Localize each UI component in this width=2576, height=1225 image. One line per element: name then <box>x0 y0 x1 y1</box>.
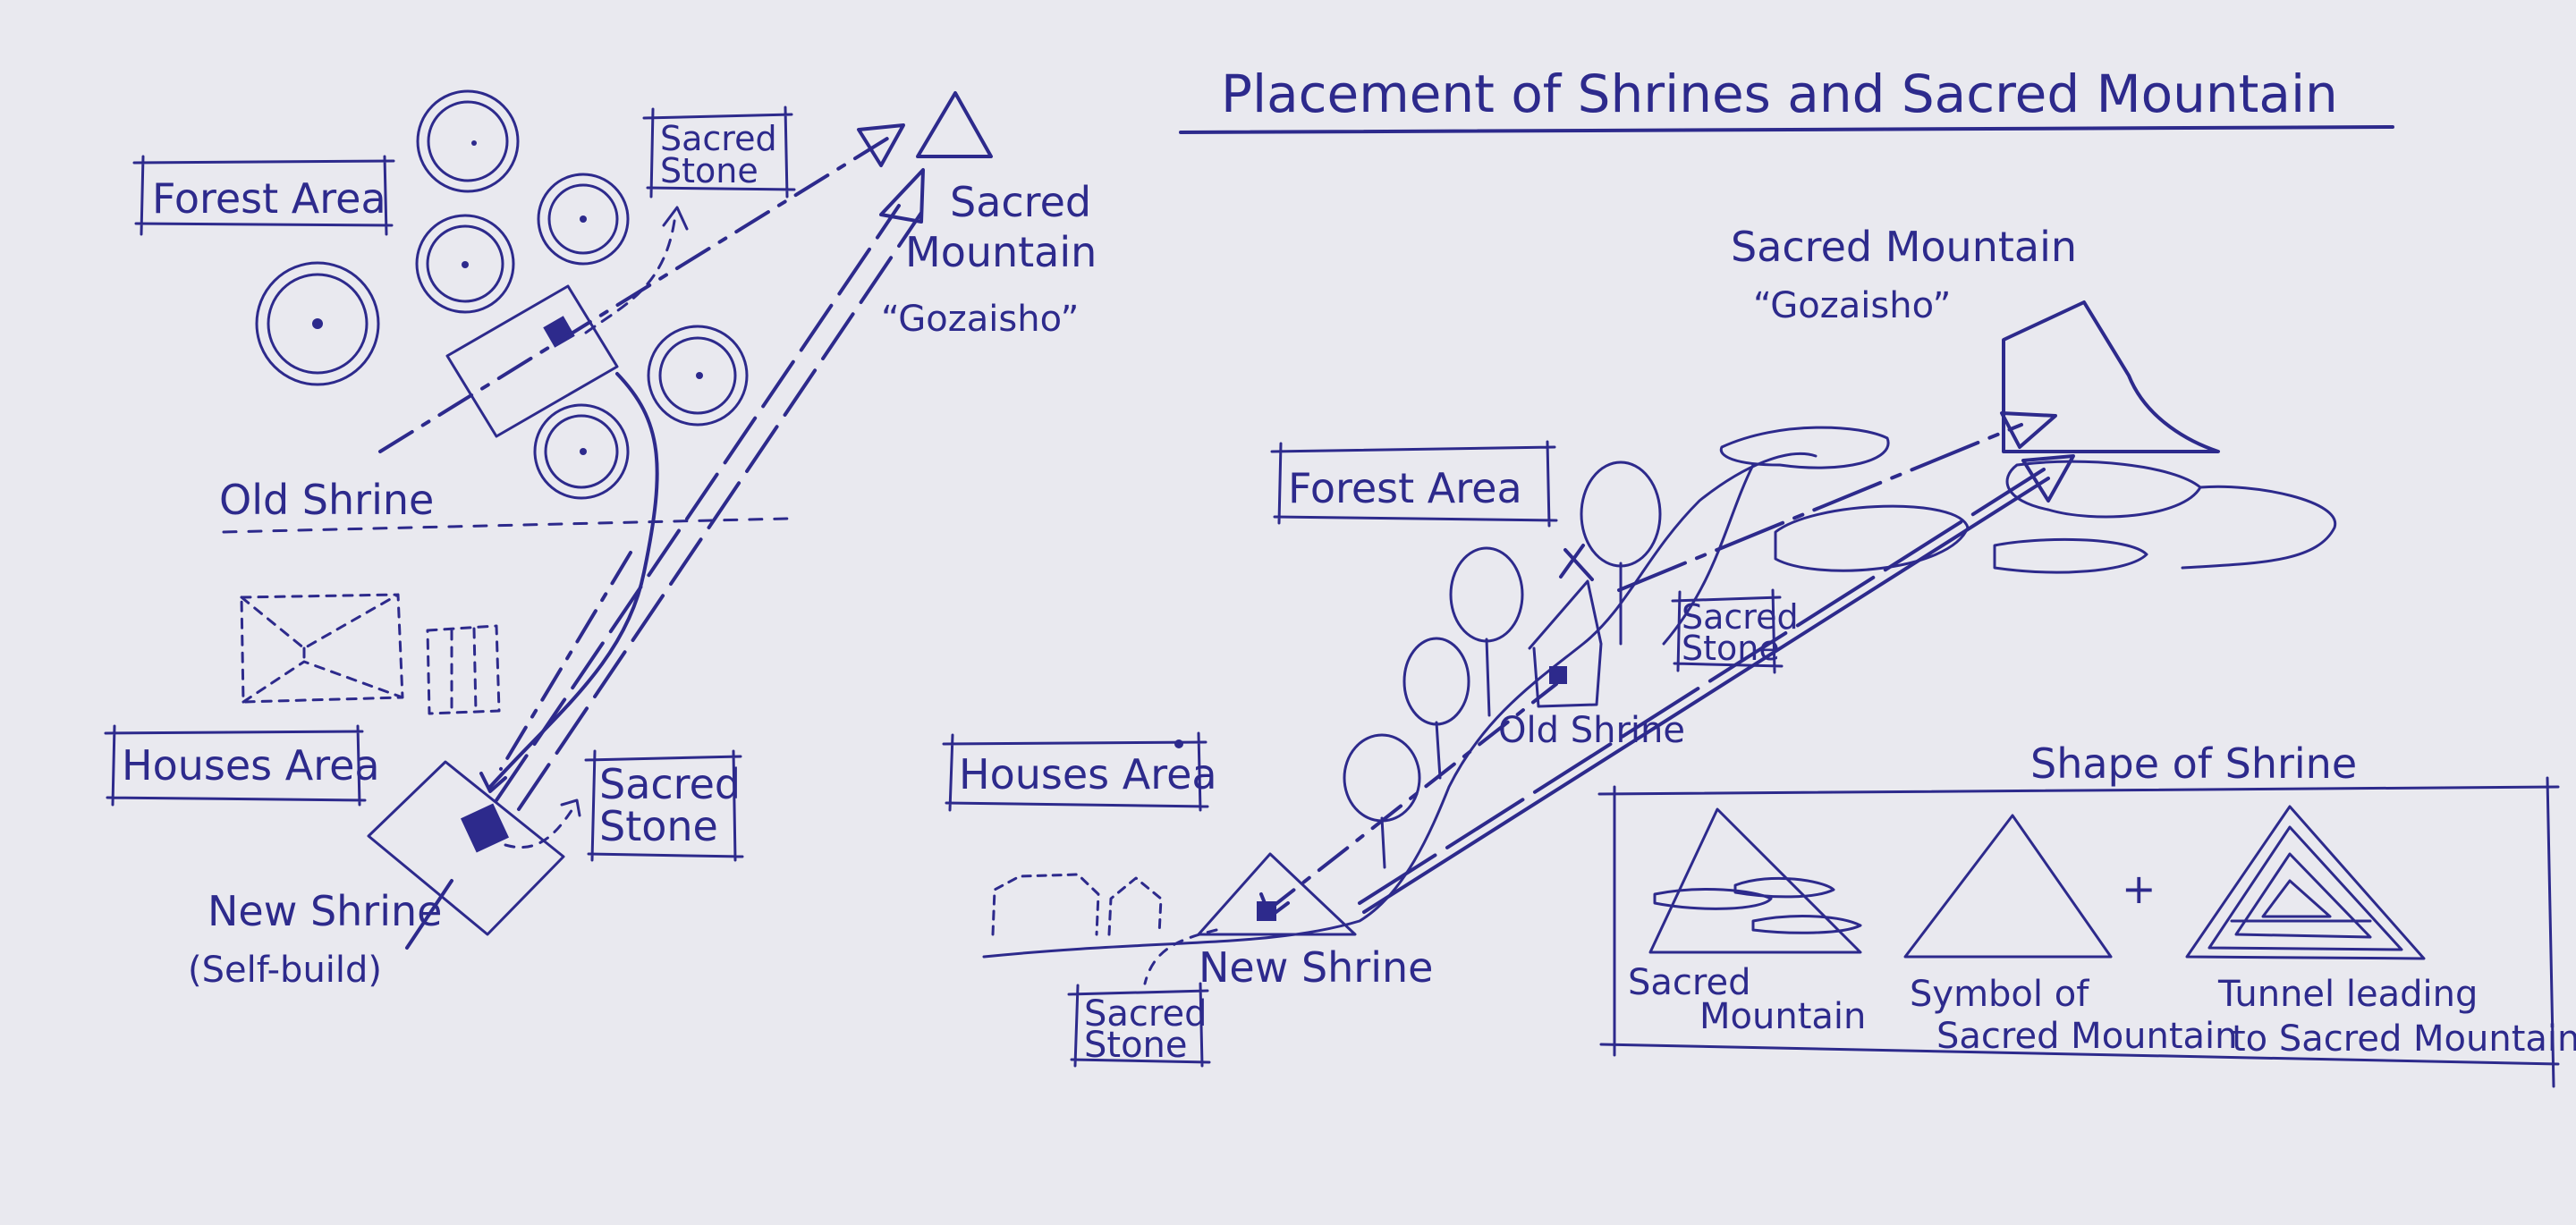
shrine-altar-icon <box>1549 666 1567 684</box>
left-houses-area-box: Houses Area <box>104 724 380 807</box>
left-forest-area-label: Forest Area <box>152 174 386 223</box>
shape-item-1-label-1: Sacred <box>1628 962 1750 1003</box>
left-dashed-houses <box>240 593 501 715</box>
left-old-shrine-label: Old Shrine <box>219 476 434 524</box>
left-sacred-stone-top: Sacred Stone <box>642 106 796 199</box>
left-new-shrine-label: New Shrine <box>208 887 442 935</box>
right-forest-area-box: Forest Area <box>1270 440 1558 528</box>
right-sacred-mountain-icon <box>1719 300 2337 574</box>
shrine-link-dashed <box>499 551 632 771</box>
right-new-shrine-label: New Shrine <box>1199 943 1433 992</box>
svg-text:Stone: Stone <box>660 151 758 190</box>
shape-item-sacred-mountain-icon <box>1648 807 1862 954</box>
right-forest-trees <box>1343 460 1662 869</box>
shape-item-3-label-2: to Sacred Mountain <box>2232 1018 2576 1060</box>
left-forest-area-box: Forest Area <box>132 155 395 236</box>
shape-of-shrine-frame <box>1597 776 2560 1088</box>
tree-icon <box>415 214 515 314</box>
path-to-sacred-stone <box>504 807 574 849</box>
shape-item-1-label-2: Mountain <box>1699 996 1866 1037</box>
title-underline <box>1179 125 2394 134</box>
shape-item-symbol-triangle-icon <box>1903 814 2113 959</box>
new-shrine-sightline-2 <box>517 211 923 811</box>
svg-text:Stone: Stone <box>599 802 718 850</box>
plus-sign: + <box>2122 865 2157 913</box>
shape-item-3-label-1: Tunnel leading <box>2217 974 2478 1015</box>
tree-icon <box>416 89 520 193</box>
right-sacred-stone-lower: Sacred Stone <box>1067 982 1211 1068</box>
right-new-shrine-sightline <box>1358 468 2046 905</box>
tree-icon <box>533 403 630 500</box>
right-houses-area-label: Houses Area <box>959 750 1217 798</box>
shape-item-2-label-1: Symbol of <box>1910 974 2089 1015</box>
new-shrine-sightline <box>495 204 901 802</box>
tree-icon <box>647 325 749 427</box>
diagram-title: Placement of Shrines and Sacred Mountain <box>1221 63 2338 124</box>
arrowhead-icon <box>479 772 507 793</box>
right-houses-area-box: Houses Area <box>942 731 1217 812</box>
right-sacred-stone-mid: Sacred Stone <box>1671 588 1799 674</box>
right-new-shrine-sightline-solid <box>1362 477 2050 914</box>
shape-item-tunnel-triangle-icon <box>2185 805 2426 960</box>
arrowhead-icon <box>2000 411 2057 449</box>
arrowhead-icon <box>857 123 905 167</box>
svg-text:Sacred: Sacred <box>660 119 777 158</box>
tree-icon <box>1580 460 1662 646</box>
tree-icon <box>1449 546 1524 717</box>
left-sacred-mountain-icon <box>916 91 993 158</box>
right-old-shrine-sightline <box>1617 423 2023 592</box>
svg-text:Stone: Stone <box>1682 629 1780 668</box>
left-old-shrine-building <box>445 284 619 438</box>
left-new-shrine-note: (Self-build) <box>188 950 382 991</box>
left-houses-area-label: Houses Area <box>122 741 380 790</box>
svg-text:Sacred: Sacred <box>599 760 741 808</box>
shape-item-2-label-2: Sacred Mountain <box>1936 1016 2238 1057</box>
old-shrine-sightline <box>378 132 896 453</box>
hill-slope-line <box>982 452 1818 959</box>
right-mountain-label: Sacred Mountain <box>1731 223 2077 271</box>
shrine-altar-icon <box>543 316 575 348</box>
right-old-shrine-building <box>1528 544 1603 708</box>
right-mountain-name: “Gozaisho” <box>1753 285 1951 326</box>
arrowhead-icon <box>879 168 925 224</box>
svg-text:Stone: Stone <box>1084 1025 1188 1066</box>
right-shrine-link-dashed <box>1264 682 1558 914</box>
left-new-shrine-building <box>367 760 565 936</box>
shrine-altar-icon <box>460 803 510 853</box>
approach-path <box>405 879 453 950</box>
tree-icon <box>1402 637 1470 780</box>
tree-icon <box>1343 733 1421 869</box>
forest-boundary-line <box>222 517 789 534</box>
left-mountain-label-1: Sacred <box>950 178 1091 226</box>
shape-of-shrine-heading: Shape of Shrine <box>2030 739 2357 788</box>
left-forest-trees <box>255 89 749 500</box>
right-new-shrine-building <box>1197 852 1357 936</box>
arrowhead-icon <box>2021 454 2075 503</box>
svg-text:Sacred: Sacred <box>1682 597 1799 637</box>
left-mountain-label-2: Mountain <box>905 228 1097 276</box>
tree-icon <box>537 173 630 266</box>
right-forest-area-label: Forest Area <box>1288 464 1522 512</box>
left-mountain-name: “Gozaisho” <box>881 299 1079 340</box>
arrowhead-icon <box>662 206 689 231</box>
right-dashed-houses <box>991 873 1163 936</box>
svg-text:Sacred: Sacred <box>1084 993 1207 1035</box>
arrowhead-icon <box>560 798 581 817</box>
tree-icon <box>255 261 380 386</box>
left-sacred-stone-lower: Sacred Stone <box>584 749 744 862</box>
shrine-altar-icon <box>1257 901 1276 921</box>
